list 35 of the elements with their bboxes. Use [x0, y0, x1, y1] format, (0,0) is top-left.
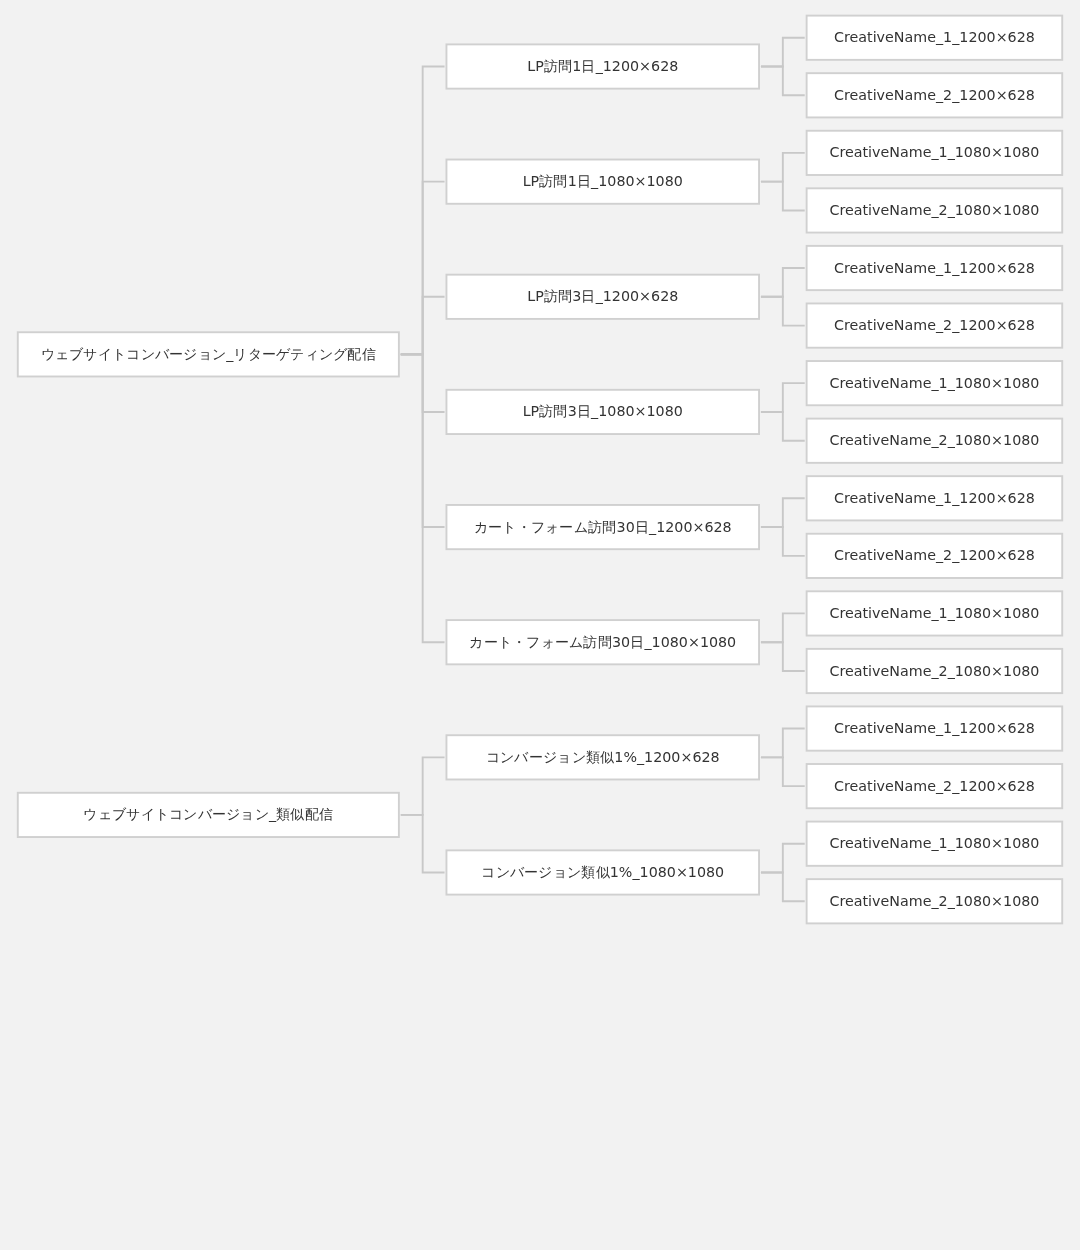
process-box: コンバージョン類似1%_1080×1080 [445, 849, 760, 896]
process-box: CreativeName_1_1200×628 [805, 475, 1064, 522]
connector-line [760, 65, 806, 97]
process-box: CreativeName_2_1200×628 [805, 302, 1064, 349]
process-box: CreativeName_2_1080×1080 [805, 187, 1064, 234]
connector-line [760, 871, 806, 903]
connector-line [760, 180, 806, 212]
process-box: ウェブサイトコンバージョン_類似配信 [16, 791, 400, 838]
process-box: CreativeName_2_1080×1080 [805, 647, 1064, 695]
connector-line [760, 526, 806, 557]
connector-line [760, 641, 806, 672]
process-box: CreativeName_1_1080×1080 [805, 129, 1064, 176]
process-box: CreativeName_2_1200×628 [805, 72, 1064, 119]
process-box: CreativeName_1_1200×628 [805, 244, 1064, 292]
process-box: コンバージョン類似1%_1200×628 [445, 734, 760, 781]
connector-line [760, 756, 806, 788]
process-box: CreativeName_2_1200×628 [805, 763, 1064, 810]
connector-line [760, 411, 806, 442]
process-box: LP訪問1日_1200×628 [445, 43, 760, 90]
process-box: CreativeName_1_1080×1080 [805, 360, 1064, 407]
process-box: CreativeName_2_1080×1080 [805, 417, 1064, 464]
process-box: LP訪問1日_1080×1080 [445, 158, 760, 205]
process-box: CreativeName_1_1200×628 [805, 14, 1064, 61]
process-box: CreativeName_2_1080×1080 [805, 878, 1064, 925]
process-box: CreativeName_1_1080×1080 [805, 820, 1064, 867]
connector-line [760, 295, 806, 327]
process-box: CreativeName_1_1200×628 [805, 705, 1064, 752]
process-box: カート・フォーム訪問30日_1200×628 [445, 504, 760, 551]
process-box: CreativeName_2_1200×628 [805, 532, 1064, 579]
connector-line [399, 813, 446, 874]
process-box: カート・フォーム訪問30日_1080×1080 [445, 619, 760, 666]
process-box: LP訪問3日_1200×628 [445, 273, 760, 320]
process-box: CreativeName_1_1080×1080 [805, 590, 1064, 637]
process-box: ウェブサイトコンバージョン_リターゲティング配信 [16, 331, 400, 378]
process-box: LP訪問3日_1080×1080 [445, 388, 760, 435]
